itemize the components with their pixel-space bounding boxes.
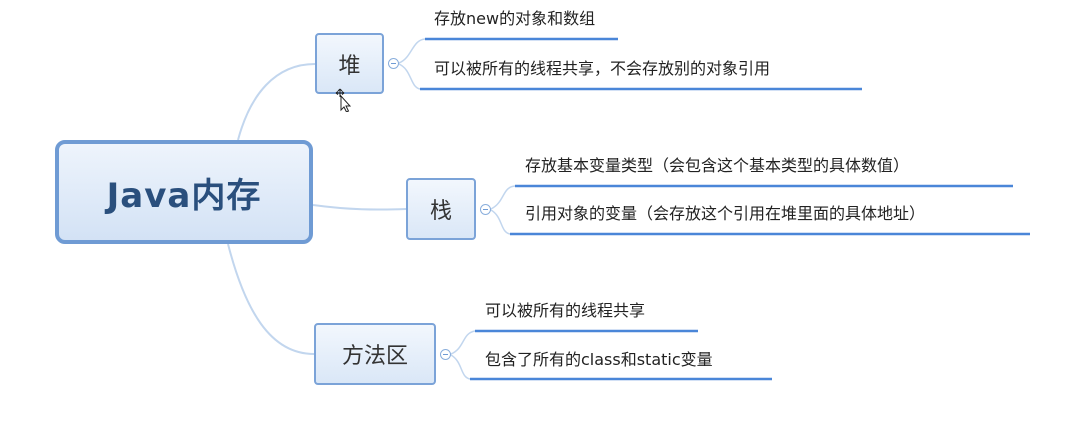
root-node[interactable]: Java内存	[55, 140, 313, 244]
connector-root-stack	[312, 204, 407, 211]
connector-stack-leaf-1	[490, 209, 511, 235]
branch-node-heap-label: 堆	[338, 53, 361, 79]
collapse-method-area-icon[interactable]	[440, 349, 451, 360]
connector-method-leaf-0	[450, 330, 476, 355]
leaf-stack-primitive-values[interactable]: 存放基本变量类型（会包含这个基本类型的具体数值）	[525, 156, 910, 175]
branch-node-stack[interactable]: 栈	[406, 178, 476, 240]
leaf-stack-reference-variables[interactable]: 引用对象的变量（会存放这个引用在堆里面的具体地址）	[525, 204, 926, 223]
collapse-stack-icon[interactable]	[480, 204, 491, 215]
connector-heap-leaf-1	[398, 63, 421, 90]
branch-node-stack-label: 栈	[429, 199, 452, 224]
connector-root-heap	[237, 63, 316, 141]
leaf-heap-new-objects[interactable]: 存放new的对象和数组	[434, 9, 596, 28]
collapse-heap-icon[interactable]	[388, 58, 399, 69]
connector-method-leaf-1	[450, 354, 471, 380]
connector-stack-leaf-0	[490, 185, 516, 210]
leaf-heap-shared[interactable]: 可以被所有的线程共享，不会存放别的对象引用	[434, 59, 771, 78]
branch-node-heap[interactable]: 堆	[315, 33, 384, 94]
move-cursor-icon	[335, 88, 351, 112]
connector-root-method	[227, 243, 315, 355]
leaf-method-area-class-static[interactable]: 包含了所有的class和static变量	[485, 350, 713, 369]
leaf-method-area-shared[interactable]: 可以被所有的线程共享	[485, 301, 646, 320]
root-node-label: Java内存	[106, 175, 262, 216]
branch-node-method-area-label: 方法区	[341, 344, 408, 369]
branch-node-method-area[interactable]: 方法区	[314, 323, 436, 385]
connector-heap-leaf-0	[398, 38, 426, 64]
